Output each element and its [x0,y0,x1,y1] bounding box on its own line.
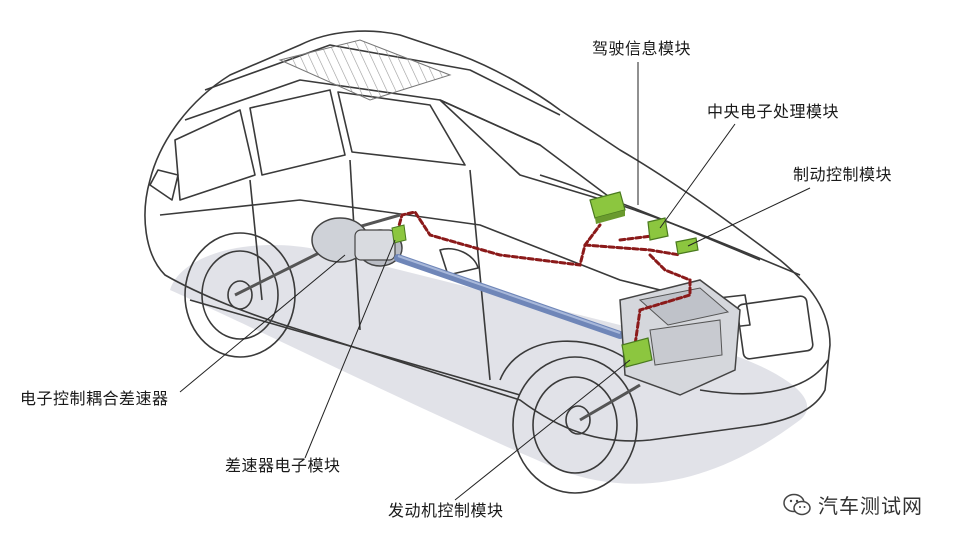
watermark-text: 汽车测试网 [818,494,923,518]
module-driver-information [589,191,626,224]
leader-central-electronic [659,123,736,229]
label-driver-information-module: 驾驶信息模块 [592,39,692,58]
front-axle [579,383,641,422]
wiring-harness [393,210,692,347]
rear-differential-assembly [311,217,403,267]
car-body [144,30,831,442]
roof-vent-panel [278,39,452,101]
leader-lines [179,62,811,501]
front-wheel [512,356,638,494]
label-electronic-coupling-differential: 电子控制耦合差速器 [20,389,169,408]
drive-shaft [394,254,624,339]
label-brake-control-module: 制动控制模块 [793,165,893,184]
watermark: 汽车测试网 [782,490,923,519]
rear-wheel [184,232,296,358]
module-brake-control [675,237,699,255]
label-engine-control-module: 发动机控制模块 [388,501,504,520]
engine-block [619,279,741,396]
leader-differential-electronic [304,239,396,459]
wechat-icon [783,493,811,515]
module-differential-electronic [391,224,407,244]
label-differential-electronic-module: 差速器电子模块 [225,456,341,475]
leader-ecc-differential [179,254,346,393]
label-central-electronic-module: 中央电子处理模块 [707,102,840,121]
module-engine-control [621,337,653,368]
leader-engine-control [454,359,631,501]
leader-brake-control [687,187,811,247]
